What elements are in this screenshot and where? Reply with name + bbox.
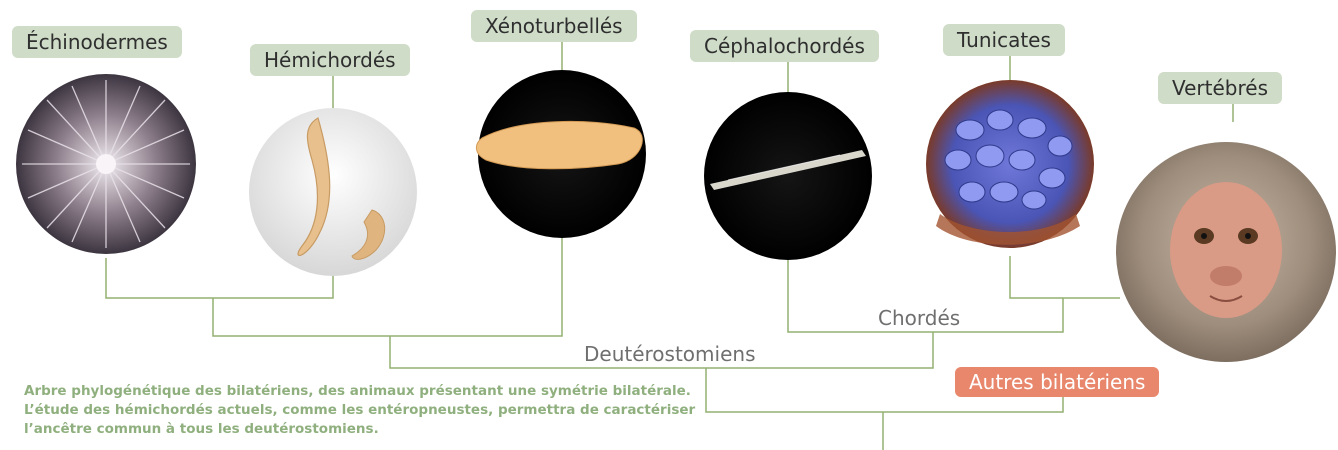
taxon-label-vertebres: Vertébrés: [1158, 72, 1282, 104]
xenoturbella-icon: [476, 70, 646, 238]
taxon-label-hemichordes: Hémichordés: [250, 44, 410, 76]
taxon-label-xenoturbelles: Xénoturbellés: [471, 10, 637, 42]
tunicate-colony-icon: [926, 80, 1094, 248]
clade-label-chordes: Chordés: [872, 306, 966, 330]
taxon-label-cephalochordes: Céphalochordés: [690, 30, 879, 62]
taxon-label-tunicates: Tunicates: [943, 24, 1065, 56]
acorn-worm-icon: [249, 108, 417, 276]
clade-label-deuterostomiens: Deutérostomiens: [578, 342, 761, 366]
taxon-label-echinodermes: Échinodermes: [12, 26, 182, 58]
clade-label-autres-bilateriens: Autres bilatériens: [955, 367, 1159, 397]
lancelet-icon: [704, 92, 872, 260]
macaque-icon: [1116, 142, 1336, 362]
figure-caption: Arbre phylogénétique des bilatériens, de…: [24, 382, 744, 439]
branch-tunicates-vertebres: [1010, 256, 1120, 298]
sea-urchin-icon: [16, 74, 196, 254]
